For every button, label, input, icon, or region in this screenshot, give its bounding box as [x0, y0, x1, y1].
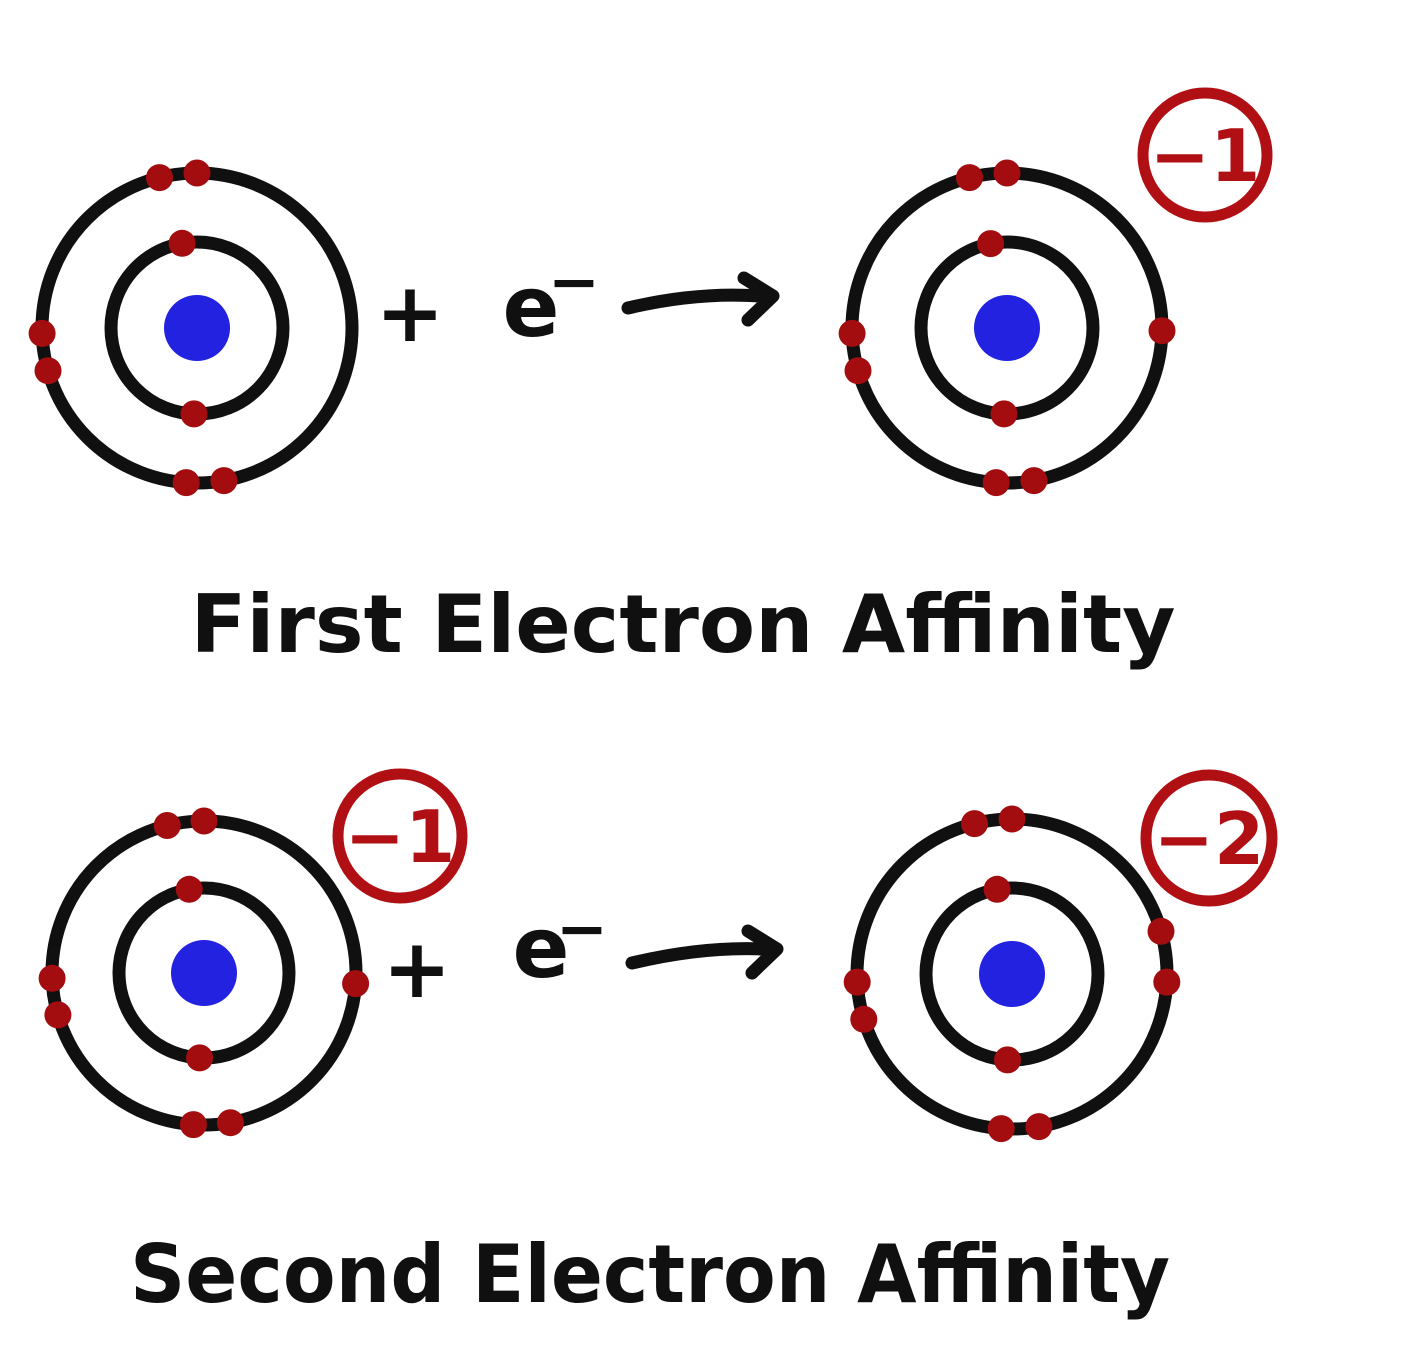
- plus-sign-first: +: [376, 266, 445, 361]
- electron-dot: [977, 230, 1005, 258]
- caption-second-electron-affinity: Second Electron Affinity: [130, 1228, 1170, 1321]
- electron-dot: [1147, 917, 1175, 945]
- electron-symbol-first: e: [503, 258, 560, 356]
- charge-badge-label: −1: [1150, 114, 1260, 198]
- electron-dot: [961, 810, 988, 838]
- reactant-atom-first: [28, 159, 359, 497]
- electron-dot: [146, 164, 173, 192]
- nucleus: [164, 295, 230, 361]
- charge-badge-second-reactant: −1: [332, 768, 468, 904]
- electron-dot: [190, 807, 218, 835]
- electron-dot: [998, 805, 1026, 833]
- electron-dot: [153, 812, 181, 839]
- reaction-arrow-second: [625, 924, 784, 980]
- electron-dot: [1148, 317, 1176, 345]
- electron-dot: [183, 159, 211, 187]
- electron-dot: [844, 357, 872, 385]
- charge-badge-ring: [1140, 769, 1278, 907]
- electron-dot: [987, 1115, 1015, 1143]
- charge-badge-first-product: −1: [1137, 87, 1273, 223]
- electron-symbol-second: e: [513, 899, 570, 997]
- electron-dot: [850, 1005, 878, 1033]
- electron-dot: [44, 1001, 72, 1029]
- product-atom-first: [838, 159, 1176, 497]
- reaction-arrow-first: [621, 271, 780, 327]
- electron-superscript-second: −: [556, 892, 608, 965]
- reactant-atom-second: [38, 807, 370, 1139]
- electron-superscript-first: −: [548, 245, 600, 318]
- plus-sign-second: +: [383, 922, 452, 1017]
- electron-dot: [168, 229, 196, 257]
- caption-first-electron-affinity: First Electron Affinity: [191, 578, 1176, 671]
- electron-dot: [175, 875, 203, 903]
- nucleus: [171, 940, 237, 1006]
- electron-dot: [216, 1109, 244, 1137]
- charge-badge-label: −2: [1154, 797, 1264, 881]
- reaction-row-second: −1 + e − −2 Second Electron Affinity: [38, 768, 1278, 1321]
- electron-dot: [28, 319, 56, 347]
- electron-dot: [186, 1044, 214, 1072]
- electron-dot: [982, 469, 1010, 497]
- charge-badge-ring: [1137, 87, 1273, 223]
- electron-dot: [34, 357, 62, 385]
- electron-dot: [1025, 1113, 1053, 1141]
- electron-dot: [38, 964, 66, 992]
- electron-dot: [172, 469, 200, 497]
- electron-dot: [1153, 968, 1181, 996]
- electron-dot: [983, 875, 1011, 903]
- electron-dot: [179, 1111, 207, 1139]
- reaction-row-first: + e − −1 First Electron Affinity: [28, 87, 1273, 671]
- electron-dot: [838, 319, 866, 347]
- charge-badge-label: −1: [345, 795, 455, 879]
- electron-dot: [1020, 467, 1048, 495]
- nucleus: [979, 941, 1045, 1007]
- product-atom-second: [843, 805, 1181, 1143]
- electron-dot: [990, 400, 1018, 428]
- charge-badge-second-product: −2: [1140, 769, 1278, 907]
- electron-dot: [993, 159, 1021, 187]
- electron-dot: [342, 970, 370, 998]
- charge-badge-ring: [332, 768, 468, 904]
- electron-dot: [994, 1046, 1021, 1074]
- electron-dot: [843, 968, 871, 996]
- nucleus: [974, 295, 1040, 361]
- electron-dot: [180, 400, 208, 428]
- electron-dot: [210, 467, 238, 495]
- electron-dot: [956, 164, 983, 192]
